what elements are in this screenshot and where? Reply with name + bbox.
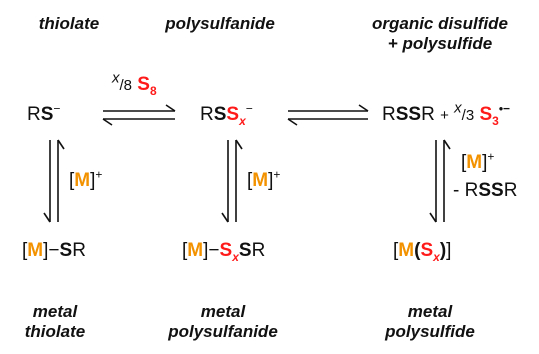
- species-thiolate: RS−: [27, 101, 61, 125]
- equilibrium-arrow-polysulfanide-metal: [221, 139, 243, 223]
- equilibrium-arrow-thiolate-metal: [43, 139, 65, 223]
- reagent-s8: x/8 S8: [112, 69, 157, 98]
- reagent-minus-rssr: - RSSR: [453, 180, 518, 201]
- species-metal-polysulfide: [M(Sx)]: [393, 240, 452, 264]
- equilibrium-arrow-disulfide-metal: [429, 139, 451, 223]
- header-metal-thiolate: metal thiolate: [24, 302, 86, 341]
- reagent-metal-ion-1: [M]+: [69, 167, 103, 191]
- reagent-metal-ion-2: [M]+: [247, 167, 281, 191]
- header-polysulfanide: polysulfanide: [165, 14, 275, 33]
- header-metal-polysulfanide: metal polysulfanide: [168, 302, 278, 341]
- header-disulfide-polysulfide: organic disulfide + polysulfide: [371, 14, 509, 53]
- species-metal-thiolate: [M]−SR: [22, 240, 86, 261]
- equilibrium-arrow-polysulfanide-disulfide: [287, 104, 369, 126]
- species-disulfide-plus-trisulfur: RSSR + x/3 S3•−: [382, 99, 511, 128]
- header-metal-polysulfide: metal polysulfide: [385, 302, 475, 341]
- species-polysulfanide: RSSx−: [200, 101, 253, 128]
- equilibrium-arrow-thiolate-polysulfanide: [102, 104, 176, 126]
- reagent-metal-ion-3: [M]+: [461, 149, 495, 173]
- header-thiolate: thiolate: [38, 14, 100, 33]
- species-metal-polysulfanide: [M]−SxSR: [182, 240, 266, 264]
